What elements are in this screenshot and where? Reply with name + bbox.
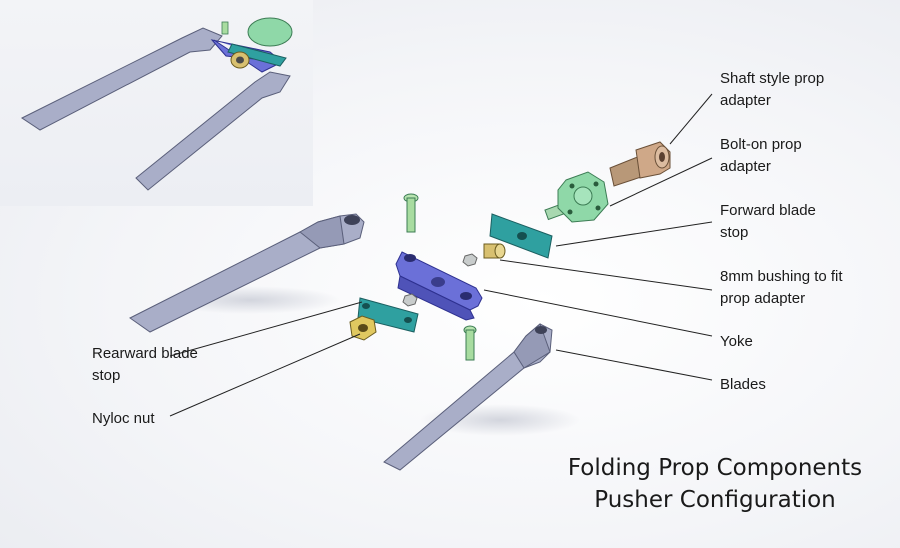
shaft-style-prop-adapter	[609, 141, 671, 187]
inset-nut-hole	[236, 56, 244, 64]
yoke	[395, 251, 483, 321]
small-nut-upper	[462, 253, 478, 267]
leader-forward-stop	[555, 221, 713, 247]
leader-bushing	[499, 259, 713, 291]
label-shaft-style-prop-adapter: Shaft style prop adapter	[720, 70, 825, 109]
small-nut-lower	[402, 293, 418, 307]
inset-bolt	[221, 21, 229, 35]
bolt-on-prop-adapter	[544, 171, 609, 223]
label-yoke: Yoke	[720, 333, 753, 350]
leader-lines	[169, 93, 713, 417]
title-line-1: Folding Prop Components	[567, 455, 863, 481]
leader-yoke	[483, 289, 713, 337]
inset-adapter	[247, 17, 293, 47]
bushing	[483, 243, 506, 259]
upper-blade	[129, 213, 365, 333]
label-nyloc-nut: Nyloc nut	[92, 410, 155, 427]
diagram-title: Folding Prop Components Pusher Configura…	[560, 452, 870, 516]
leader-bolt-adapter	[609, 157, 713, 207]
nyloc-nut	[349, 315, 377, 341]
inset-lower-blade	[135, 71, 291, 191]
lower-blade	[383, 323, 553, 471]
label-8mm-bushing: 8mm bushing to fit prop adapter	[720, 268, 843, 307]
bottom-bolt	[463, 325, 477, 361]
leader-nyloc-nut	[169, 333, 361, 417]
label-bolt-on-prop-adapter: Bolt-on prop adapter	[720, 136, 802, 175]
rearward-blade-stop	[357, 297, 419, 333]
top-bolt	[403, 193, 419, 233]
leader-shaft-adapter	[669, 93, 713, 145]
title-line-2: Pusher Configuration	[594, 487, 836, 513]
forward-blade-stop	[489, 213, 553, 259]
label-blades: Blades	[720, 376, 766, 393]
label-rearward-blade-stop: Rearward blade stop	[92, 345, 198, 384]
label-forward-blade-stop: Forward blade stop	[720, 202, 816, 241]
assembled-view	[21, 17, 293, 191]
inset-blade-stop	[227, 43, 287, 67]
leader-blades	[555, 349, 713, 381]
leader-rearward-stop	[169, 301, 363, 357]
inset-upper-blade	[21, 27, 223, 131]
